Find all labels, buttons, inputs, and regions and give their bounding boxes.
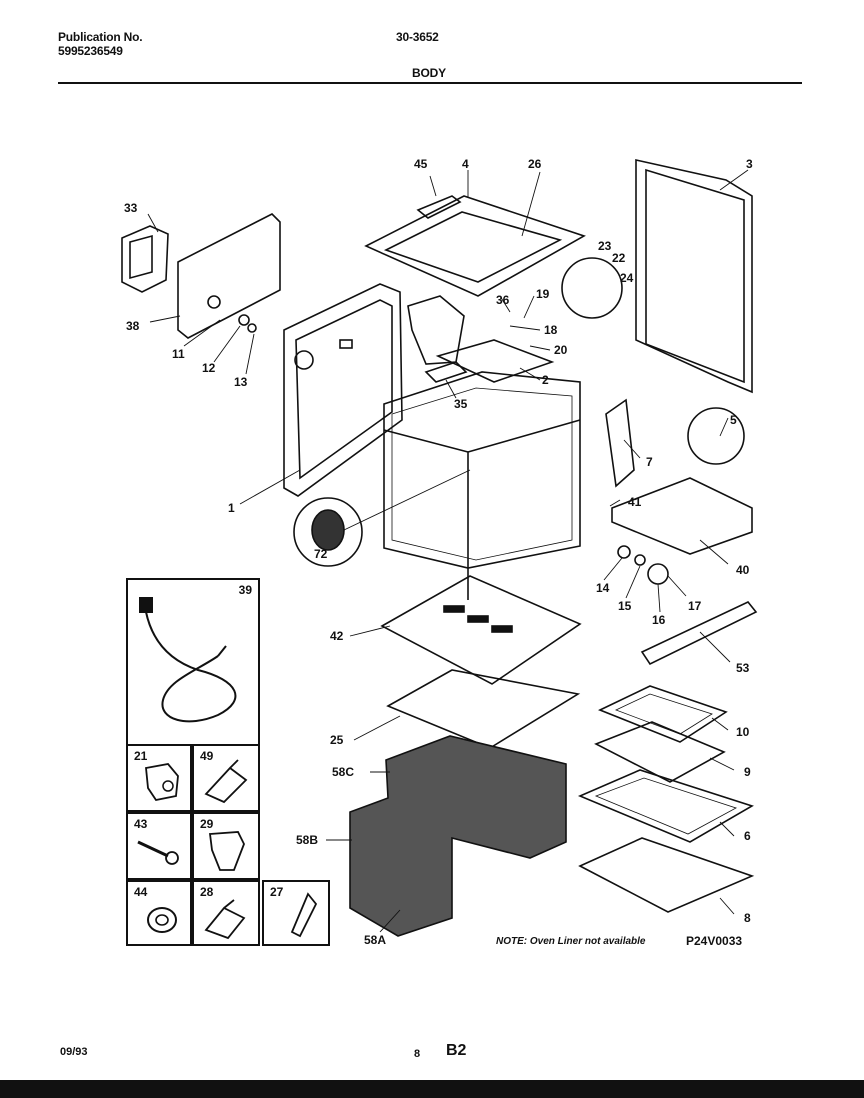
part-6-shape: [577, 769, 754, 843]
part-15-shape: [634, 554, 646, 566]
callout-72: 72: [314, 547, 328, 561]
power-cord-icon: [139, 597, 237, 723]
part-1-shape: [283, 283, 403, 497]
callout-24: 24: [620, 271, 634, 285]
part-22-inset: [561, 257, 623, 319]
part-2-shape: [435, 339, 555, 383]
callout-22: 22: [612, 251, 626, 265]
footer-page-code: B2: [446, 1042, 467, 1059]
inset-21-box: 21: [126, 744, 192, 812]
callout-12: 12: [202, 361, 216, 375]
callout-42: 42: [330, 629, 344, 643]
part-10-shape: [598, 685, 728, 743]
callout-41: 41: [628, 495, 642, 509]
clamp-icon: [208, 831, 245, 871]
part-72-inset: [293, 497, 363, 567]
callout-11: 11: [172, 347, 185, 361]
callout-8: 8: [744, 911, 751, 925]
callout-14: 14: [596, 581, 610, 595]
callout-3: 3: [746, 157, 753, 171]
part-53-shape: [640, 601, 758, 666]
callout-18: 18: [544, 323, 558, 337]
oven-liner-note: NOTE: Oven Liner not available: [496, 936, 646, 947]
callout-23: 23: [598, 239, 612, 253]
part-7-shape: [605, 398, 635, 488]
bracket-icon: [204, 759, 248, 804]
part-36-shape: [407, 295, 465, 365]
inset-28-label: 28: [200, 885, 214, 899]
callout-10: 10: [736, 725, 750, 739]
part-40-shape: [611, 477, 753, 555]
inset-27-box: 27: [262, 880, 330, 946]
callout-4: 4: [462, 157, 469, 171]
inset-49-label: 49: [200, 749, 214, 763]
part-33-shape: [121, 225, 169, 293]
section-title: BODY: [412, 66, 446, 80]
callout-53: 53: [736, 661, 750, 675]
inset-28-box: 28: [192, 880, 260, 946]
part-5-inset: [687, 407, 745, 465]
screw-icon: [137, 840, 179, 865]
inset-27-label: 27: [270, 885, 284, 899]
callout-13: 13: [234, 375, 248, 389]
inset-29-box: 29: [192, 812, 260, 880]
callout-26: 26: [528, 157, 542, 171]
callout-20: 20: [554, 343, 568, 357]
callout-38: 38: [126, 319, 140, 333]
drawing-code: P24V0033: [686, 934, 743, 948]
inset-43-label: 43: [134, 817, 148, 831]
footer-page-number: 8: [414, 1048, 421, 1060]
callout-58a: 58A: [364, 933, 386, 947]
callout-58b: 58B: [296, 833, 318, 847]
inset-39-label: 39: [238, 583, 252, 597]
callout-1: 1: [228, 501, 235, 515]
part-3-shape: [635, 159, 753, 394]
publication-number: 5995236549: [58, 44, 123, 58]
callout-16: 16: [652, 613, 666, 627]
callout-7: 7: [646, 455, 653, 469]
header-rule: [58, 82, 802, 84]
callout-58c: 58C: [332, 765, 354, 779]
callout-36: 36: [496, 293, 510, 307]
callout-40: 40: [736, 563, 750, 577]
inset-21-label: 21: [134, 749, 148, 763]
part-9-shape: [594, 721, 726, 783]
clip-icon: [145, 763, 179, 802]
callout-5: 5: [730, 413, 737, 427]
inset-43-box: 43: [126, 812, 192, 880]
inset-29-label: 29: [200, 817, 214, 831]
callout-6: 6: [744, 829, 751, 843]
callout-15: 15: [618, 599, 632, 613]
publication-label: Publication No.: [58, 30, 143, 44]
part-25-shape: [386, 669, 581, 749]
part-4-shape: [364, 195, 586, 297]
callout-33: 33: [124, 201, 138, 215]
insulation-shape: [349, 735, 567, 937]
callout-17: 17: [688, 599, 702, 613]
callout-45: 45: [414, 157, 428, 171]
part-42-shape: [380, 575, 582, 685]
callout-9: 9: [744, 765, 751, 779]
hinge-clip-icon: [290, 892, 318, 938]
model-number: 30-3652: [396, 30, 439, 44]
callout-19: 19: [536, 287, 550, 301]
inset-44-label: 44: [134, 885, 148, 899]
inset-39-box: 39: [126, 578, 260, 746]
inset-44-box: 44: [126, 880, 192, 946]
bushing-icon: [147, 907, 177, 933]
part-14-shape: [617, 545, 631, 559]
callout-25: 25: [330, 733, 344, 747]
oven-body-shape: [383, 371, 581, 569]
part-16-shape: [647, 563, 669, 585]
spring-clip-icon: [204, 899, 246, 940]
part-38-shape: [177, 213, 281, 339]
part-8-shape: [578, 837, 755, 913]
callout-2: 2: [542, 373, 549, 387]
footer-date: 09/93: [60, 1046, 88, 1058]
inset-49-box: 49: [192, 744, 260, 812]
callout-35: 35: [454, 397, 468, 411]
scan-edge-bar: [0, 1080, 864, 1098]
